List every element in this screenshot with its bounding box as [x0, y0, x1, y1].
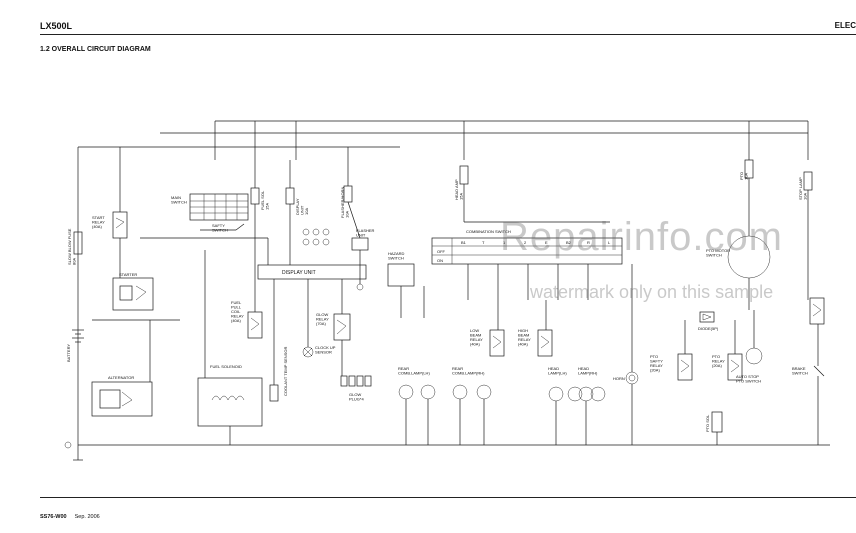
footer: SS76-W00 Sep. 2006	[40, 514, 108, 520]
display-unit-fuse: DISPLAYUNIT10A	[285, 160, 309, 215]
starter-label: STARTER	[119, 272, 137, 277]
power-rails	[77, 120, 830, 446]
slow-blow-fuse-label: SLOW BLOW FUSE80A	[67, 228, 77, 265]
comb-terminal-label: R	[587, 240, 590, 245]
diode-label: DIODE(5P)	[698, 326, 719, 331]
stop-lamp-fuse-label: STOP LAMP10A	[798, 177, 808, 200]
battery-symbol: BATTERY	[66, 329, 84, 362]
stop-lamp-fuse: STOP LAMP10A	[798, 171, 813, 300]
horn-label: HORN	[613, 376, 625, 381]
comb-terminal-label: 2	[524, 240, 527, 245]
head-amp-fuse-label: HEAD AMP15A	[454, 179, 464, 200]
watermark-site: Repairinfo.com	[500, 215, 784, 259]
comb-terminal-label: 1	[503, 240, 506, 245]
comb-terminal-label: E	[545, 240, 548, 245]
comb-terminal-label: B2	[566, 240, 572, 245]
doc-date: Sep. 2006	[74, 514, 100, 520]
combination-switch: COMBINATION SWITCH OFF ON B1 T 1 2 E B2 …	[431, 229, 623, 300]
diode: DIODE(5P)	[698, 311, 719, 331]
pto-fuse: PTO10A	[739, 159, 754, 236]
fuel-sol-fuse-label: FUEL SOL15A	[260, 190, 270, 210]
footer-rule	[40, 497, 856, 498]
coolant-temp-sensor: COOLANT TEMP SENSOR	[269, 279, 288, 402]
head-amp-fuse: HEAD AMP15A	[454, 165, 610, 223]
comb-off-label: OFF	[437, 249, 446, 254]
combination-switch-label: COMBINATION SWITCH	[466, 229, 511, 234]
watermark-note: watermark only on this sample	[530, 282, 774, 302]
header-rule	[40, 34, 856, 35]
starter: STARTER	[112, 238, 154, 311]
fuel-solenoid-label: FUEL SOLENOID	[210, 364, 242, 369]
battery-label: BATTERY	[66, 344, 71, 362]
pto-fuse-label: PTO10A	[739, 172, 749, 180]
flasher-horn-fuse-label: FLASHER/HORN10A	[340, 187, 350, 218]
comb-terminal-label: L	[608, 240, 611, 245]
chapter-label: ELEC	[834, 21, 856, 30]
display-unit: DISPLAY UNIT	[257, 204, 367, 280]
flasher-horn-fuse: FLASHER/HORN10A	[340, 147, 353, 218]
model-title: LX500L	[40, 21, 73, 31]
pto-sol-label: PTO SOL	[705, 414, 710, 432]
comb-terminal-label: T	[482, 240, 485, 245]
doc-code: SS76-W00	[40, 514, 67, 520]
section-title: 1.2 OVERALL CIRCUIT DIAGRAM	[40, 46, 151, 53]
display-unit-label: DISPLAY UNIT	[282, 270, 316, 276]
comb-terminal-row: B1 T 1 2 E B2 R L	[461, 240, 611, 245]
fuel-solenoid: FUEL SOLENOID	[197, 250, 263, 445]
pto-sol: PTO SOL	[705, 411, 723, 445]
display-unit-fuse-label: DISPLAYUNIT10A	[295, 198, 309, 215]
comb-terminal-label: B1	[461, 240, 467, 245]
comb-on-label: ON	[437, 258, 443, 263]
fuel-sol-fuse: FUEL SOL15A	[250, 160, 270, 210]
ground-terminal	[64, 441, 72, 449]
slow-blow-fuse: SLOW BLOW FUSE80A	[67, 228, 83, 265]
horn: HORN	[613, 264, 639, 445]
coolant-temp-sensor-label: COOLANT TEMP SENSOR	[283, 347, 288, 396]
alternator: ALTERNATOR	[91, 319, 180, 417]
alternator-label: ALTERNATOR	[108, 375, 134, 380]
